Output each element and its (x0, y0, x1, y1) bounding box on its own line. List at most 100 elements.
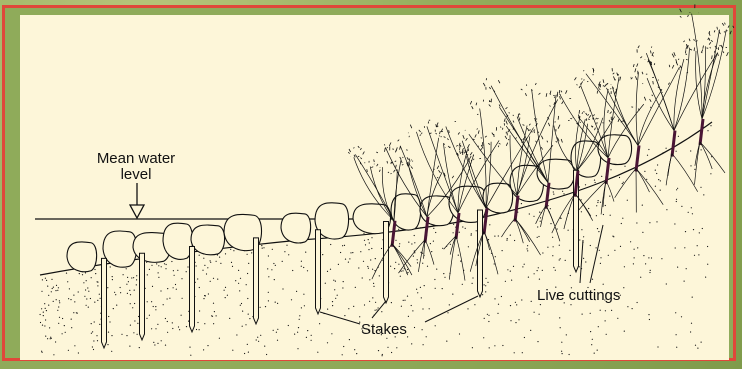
soil-dot (702, 228, 703, 229)
soil-dot (368, 239, 369, 240)
soil-dot (655, 170, 656, 171)
soil-dot (661, 258, 662, 259)
root (668, 154, 672, 175)
soil-dot (172, 322, 173, 323)
soil-dot (710, 125, 711, 126)
leaf (620, 77, 621, 81)
soil-dot (97, 300, 98, 301)
leaf (456, 145, 458, 146)
soil-dot (268, 276, 269, 277)
soil-dot (334, 289, 335, 290)
leaf (720, 45, 721, 46)
leaf (635, 76, 637, 80)
soil-dot (174, 275, 175, 276)
soil-dot (453, 224, 454, 225)
leaf (509, 130, 510, 131)
soil-dot (597, 202, 598, 203)
leaf (509, 113, 510, 114)
soil-dot (294, 334, 295, 335)
leaf (717, 27, 718, 30)
leaf (672, 54, 674, 58)
soil-dot (608, 255, 609, 256)
soil-dot (510, 235, 511, 236)
soil-dot (51, 291, 52, 292)
soil-dot (327, 271, 328, 272)
soil-dot (213, 323, 214, 324)
leaf (463, 135, 465, 139)
soil-dot (42, 279, 43, 280)
leaf (539, 93, 541, 95)
leaf (505, 107, 507, 109)
soil-dot (522, 352, 523, 353)
soil-dot (398, 264, 399, 265)
soil-dot (620, 246, 621, 247)
soil-dot (55, 341, 56, 342)
soil-dot (349, 339, 350, 340)
soil-dot (273, 263, 274, 264)
soil-dot (489, 224, 490, 225)
leaf (513, 121, 514, 123)
soil-dot (187, 266, 188, 267)
leaf (546, 93, 547, 97)
soil-dot (596, 247, 597, 248)
soil-dot (155, 328, 156, 329)
soil-dot (395, 262, 396, 263)
soil-dot (676, 201, 677, 202)
soil-dot (531, 301, 532, 302)
soil-dot (465, 228, 466, 229)
soil-dot (319, 323, 320, 324)
soil-dot (114, 292, 115, 293)
soil-dot (375, 310, 376, 311)
soil-dot (363, 233, 364, 234)
soil-dot (286, 245, 287, 246)
soil-dot (203, 258, 204, 259)
soil-dot (550, 208, 551, 209)
leaf (674, 52, 676, 56)
soil-dot (301, 261, 302, 262)
soil-dot (450, 244, 451, 245)
soil-dot (282, 288, 283, 289)
soil-dot (82, 274, 83, 275)
soil-dot (59, 300, 60, 301)
leaf (430, 133, 432, 134)
soil-dot (399, 246, 400, 247)
stake (384, 221, 389, 303)
leaf (721, 45, 723, 48)
soil-dot (42, 352, 43, 353)
leaf (709, 38, 710, 40)
leaf (604, 85, 606, 88)
soil-dot (344, 245, 345, 246)
soil-dot (488, 321, 489, 322)
soil-dot (203, 349, 204, 350)
soil-dot (48, 295, 49, 296)
soil-dot (488, 315, 489, 316)
soil-dot (634, 249, 635, 250)
soil-dot (115, 294, 116, 295)
soil-dot (539, 314, 540, 315)
soil-dot (78, 352, 79, 353)
soil-dot (137, 323, 138, 324)
soil-dot (161, 340, 162, 341)
soil-dot (156, 263, 157, 264)
soil-dot (217, 279, 218, 280)
leaf (419, 130, 421, 132)
soil-dot (45, 319, 46, 320)
rock (103, 231, 137, 267)
soil-dot (225, 287, 226, 288)
soil-dot (507, 238, 508, 239)
soil-dot (126, 335, 127, 336)
root (515, 219, 523, 244)
leaf (529, 130, 531, 131)
soil-dot (186, 326, 187, 327)
soil-dot (467, 308, 468, 309)
soil-dot (92, 346, 93, 347)
soil-dot (694, 255, 695, 256)
leaf (579, 86, 580, 88)
soil-dot (157, 324, 158, 325)
soil-dot (165, 318, 166, 319)
leaf (613, 76, 615, 80)
soil-dot (484, 284, 485, 285)
soil-dot (514, 240, 515, 241)
leaf (723, 51, 724, 53)
soil-dot (367, 266, 368, 267)
